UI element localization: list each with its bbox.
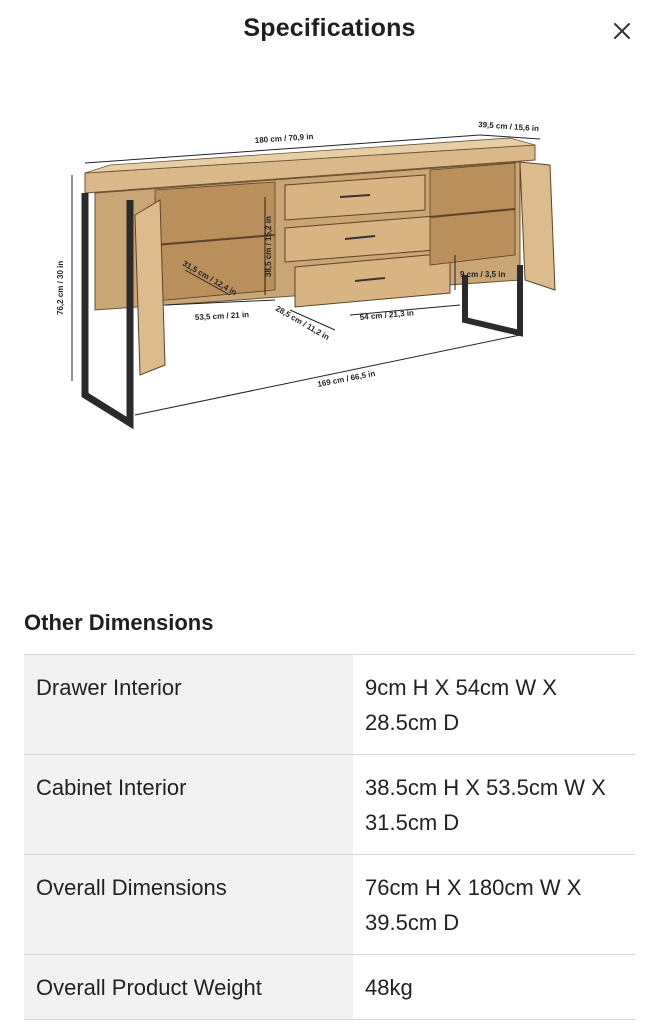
left-shelf [154, 234, 276, 246]
dimensions-table: Drawer Interior 9cm H X 54cm W X 28.5cm … [24, 654, 635, 1020]
row-value: 9cm H X 54cm W X 28.5cm D [353, 654, 635, 755]
right-door [519, 161, 556, 291]
page-title: Specifications [243, 14, 416, 42]
label-drawer-width: 54 cm / 21,3 in [359, 308, 414, 322]
close-button[interactable] [607, 16, 637, 46]
drawer-handle [344, 235, 376, 240]
row-value: 38.5cm H X 53.5cm W X 31.5cm D [353, 754, 635, 855]
left-door [134, 199, 166, 376]
table-row: Cabinet Interior 38.5cm H X 53.5cm W X 3… [24, 754, 635, 855]
label-depth: 39,5 cm / 15,6 in [478, 120, 540, 133]
label-leg-width: 169 cm / 66,5 in [317, 369, 376, 389]
right-leg [462, 265, 523, 337]
other-dimensions-title: Other Dimensions [24, 610, 214, 635]
table-row: Overall Product Weight 48kg [24, 954, 635, 1020]
top-slab-surface [84, 137, 536, 174]
sideboard-illustration: 180 cm / 70,9 in 39,5 cm / 15,6 in 76,2 … [56, 120, 556, 430]
table-row: Drawer Interior 9cm H X 54cm W X 28.5cm … [24, 654, 635, 755]
label-drawer-depth: 28,5 cm / 11,2 in [274, 304, 331, 342]
row-value: 48kg [353, 954, 635, 1020]
drawer-handle [354, 277, 386, 282]
row-label: Cabinet Interior [24, 754, 353, 855]
row-label: Overall Product Weight [24, 954, 353, 1020]
label-cabinet-width: 53,5 cm / 21 in [195, 310, 250, 322]
label-height: 76,2 cm / 30 in [56, 261, 65, 315]
header: Specifications [0, 0, 659, 64]
label-top-width: 180 cm / 70,9 in [255, 132, 314, 145]
table-row: Overall Dimensions 76cm H X 180cm W X 39… [24, 854, 635, 955]
row-value: 76cm H X 180cm W X 39.5cm D [353, 854, 635, 955]
right-shelf [429, 208, 516, 218]
row-label: Drawer Interior [24, 654, 353, 755]
drawer-top [284, 174, 426, 221]
close-icon [614, 23, 630, 39]
row-label: Overall Dimensions [24, 854, 353, 955]
left-leg [81, 193, 134, 430]
drawer-handle [339, 194, 371, 198]
label-drawer-height: 9 cm / 3,5 in [460, 270, 505, 279]
label-cabinet-height: 38,5 cm / 15,2 in [264, 216, 273, 277]
product-dimension-diagram: 180 cm / 70,9 in 39,5 cm / 15,6 in 76,2 … [50, 105, 590, 445]
